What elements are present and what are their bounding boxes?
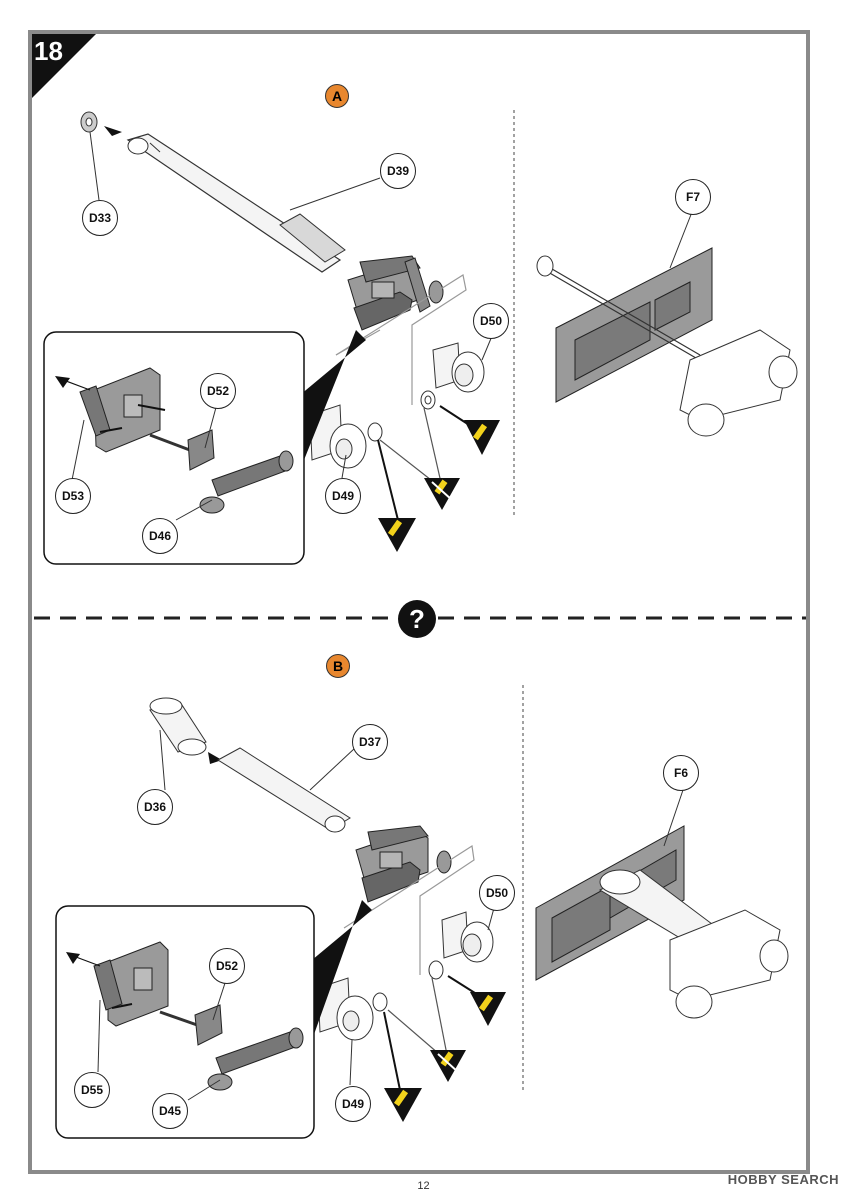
variant-badge-b: B — [326, 654, 350, 678]
svg-text:?: ? — [409, 604, 425, 634]
part-label-wheel-large-a: D49 — [325, 478, 361, 514]
breech-a — [347, 255, 444, 331]
part-label-barrel-a: D39 — [380, 153, 416, 189]
part-label-bracket-b: D52 — [209, 948, 245, 984]
page-number: 12 — [417, 1180, 430, 1192]
barrel-a — [126, 133, 346, 273]
callout-pointer-b — [312, 900, 372, 1040]
callout-pointer-a — [300, 330, 366, 470]
arrow-cap-a — [104, 126, 122, 136]
wheel-small-a — [432, 342, 485, 393]
page-frame — [28, 30, 810, 1174]
panel-a — [536, 247, 798, 437]
question-icon: ? — [398, 600, 436, 638]
detail-assembly-a — [55, 367, 294, 514]
part-label-axle-b: D45 — [152, 1093, 188, 1129]
detail-assembly-b — [66, 941, 304, 1091]
barrel-cap-a — [80, 111, 98, 133]
glue-icon-a1 — [464, 420, 500, 455]
part-label-panel-a: F7 — [675, 179, 711, 215]
glue-icon-b2 — [384, 1088, 422, 1122]
washer-b2 — [372, 992, 388, 1012]
panel-b — [535, 825, 789, 1019]
step-number: 18 — [34, 36, 63, 66]
washer-b — [428, 960, 444, 980]
part-label-housing-a: D53 — [55, 478, 91, 514]
variant-badge-a: A — [325, 84, 349, 108]
glue-icon-b1 — [470, 992, 506, 1026]
part-label-bracket-a: D52 — [200, 373, 236, 409]
part-label-barrel-b: D37 — [352, 724, 388, 760]
step-corner-triangle — [32, 34, 96, 98]
washer-a — [420, 390, 436, 410]
glue-icon-a2 — [378, 518, 416, 552]
part-label-barrel-cap-a: D33 — [82, 200, 118, 236]
part-label-wheel-large-b: D49 — [335, 1086, 371, 1122]
part-label-panel-b: F6 — [663, 755, 699, 791]
no-glue-icon-b — [430, 1050, 466, 1082]
barrel-b — [217, 747, 351, 833]
no-glue-icon-a — [424, 478, 460, 510]
sleeve-b — [149, 697, 207, 756]
part-label-axle-a: D46 — [142, 518, 178, 554]
part-label-sleeve-b: D36 — [137, 789, 173, 825]
washer-a2 — [367, 422, 383, 442]
watermark: HOBBY SEARCH — [727, 1172, 839, 1187]
arrow-sleeve-b — [208, 752, 222, 764]
breech-b — [355, 825, 452, 903]
wheel-small-b — [441, 911, 494, 963]
part-label-housing-b: D55 — [74, 1072, 110, 1108]
part-label-wheel-small-b: D50 — [479, 875, 515, 911]
part-label-wheel-small-a: D50 — [473, 303, 509, 339]
arrow-a1 — [377, 439, 399, 521]
